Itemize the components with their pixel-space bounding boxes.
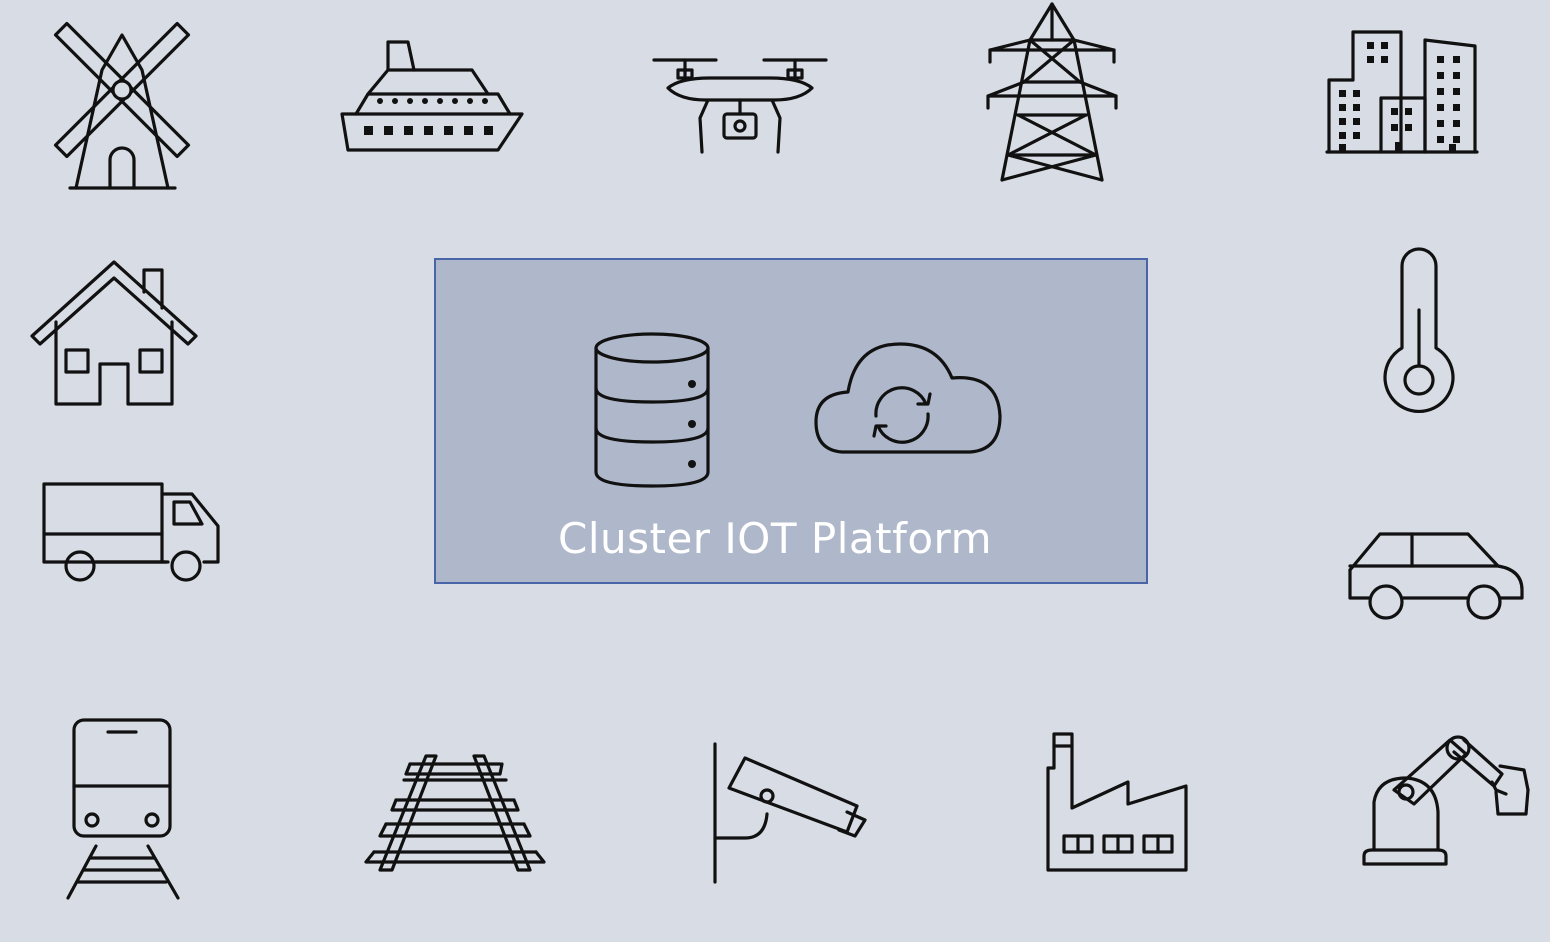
truck-icon	[38, 476, 228, 584]
factory-icon	[1040, 728, 1195, 876]
thermometer-icon	[1376, 244, 1462, 420]
cluster-iot-platform-box	[434, 258, 1148, 584]
windmill-icon	[40, 10, 210, 195]
buildings-icon	[1325, 28, 1480, 158]
house-icon	[28, 258, 200, 410]
security-camera-icon	[705, 740, 875, 888]
railroad-track-icon	[360, 748, 550, 878]
cruise-ship-icon	[340, 38, 530, 156]
power-pylon-icon	[980, 0, 1124, 186]
database-icon	[592, 330, 714, 490]
drone-icon	[650, 48, 830, 158]
robot-arm-icon	[1350, 730, 1540, 872]
car-icon	[1340, 526, 1530, 626]
platform-title: Cluster IOT Platform	[558, 514, 992, 563]
cloud-sync-icon	[812, 338, 1004, 460]
train-icon	[60, 716, 190, 902]
